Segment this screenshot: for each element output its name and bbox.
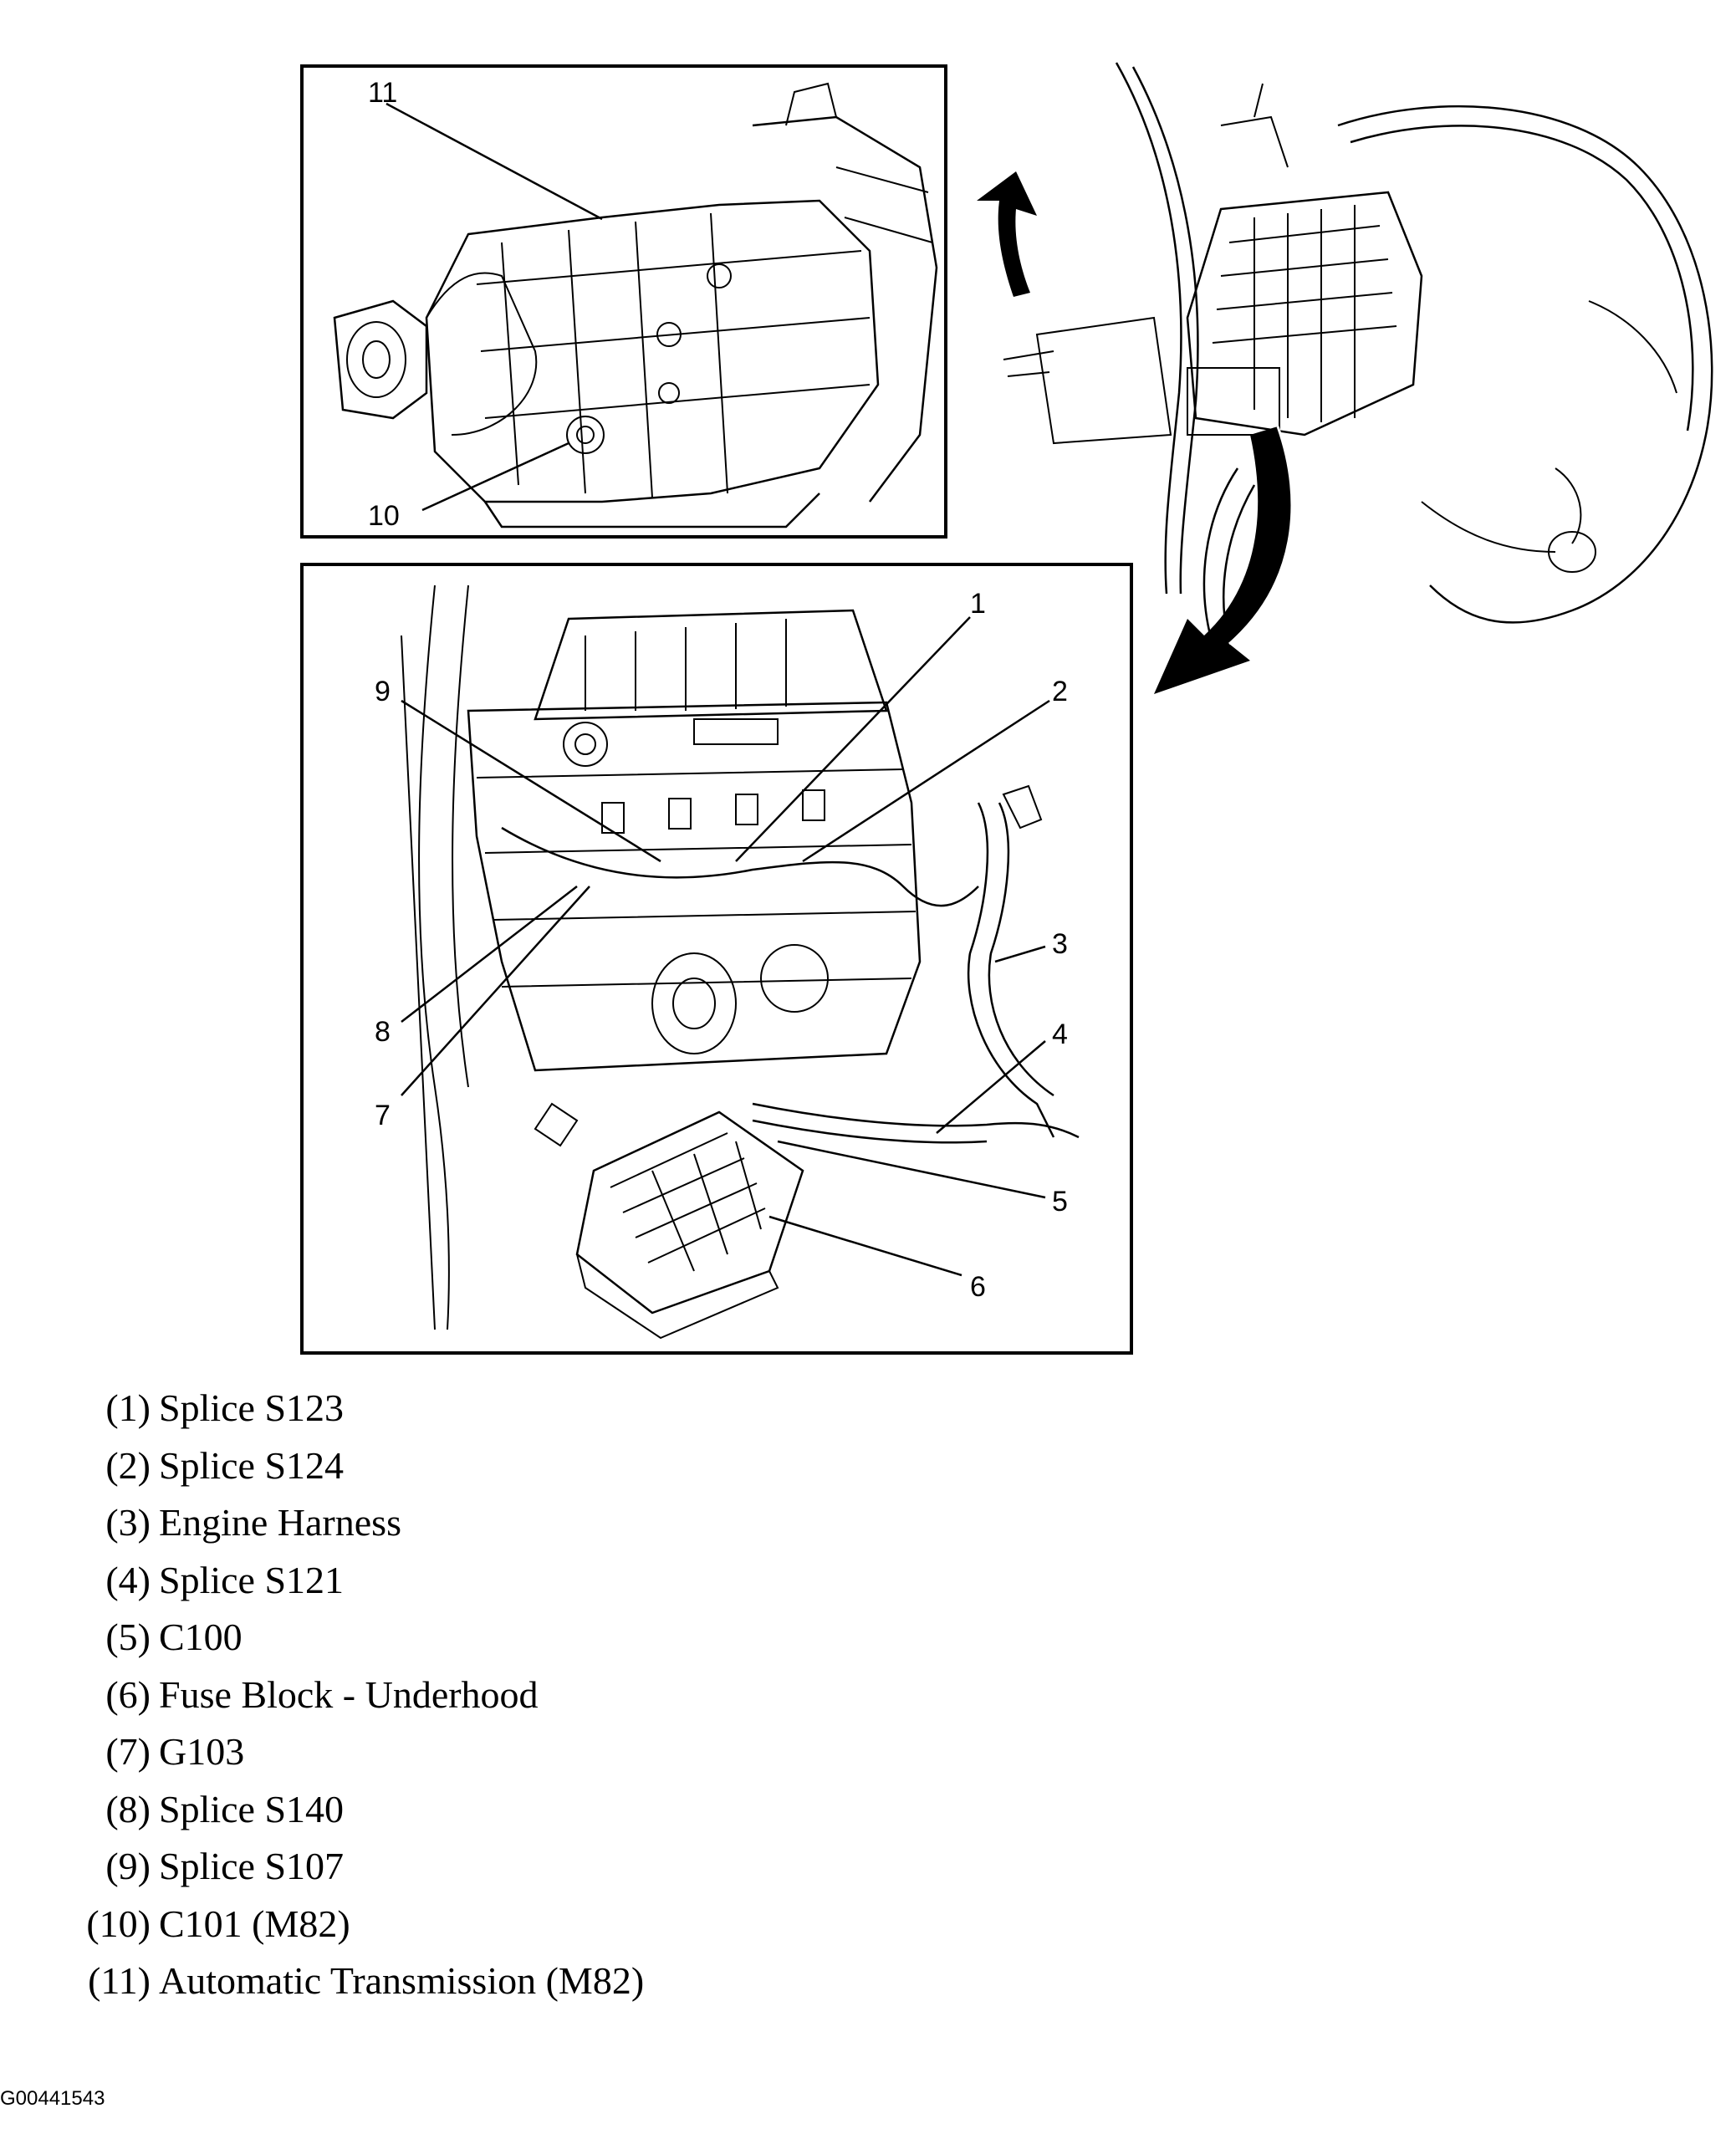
arrow-to-transmission-view: [977, 171, 1037, 297]
callout-5: 5: [1052, 1186, 1068, 1218]
legend-item: (9)Splice S107: [105, 1845, 345, 1887]
callout-11: 11: [368, 77, 397, 109]
callout-8: 8: [375, 1016, 391, 1048]
legend-item: (1)Splice S123: [105, 1386, 345, 1429]
legend-item: (5)C100: [105, 1616, 243, 1658]
vehicle-front-overview: [1003, 62, 1713, 645]
legend-item: (11)Automatic Transmission (M82): [88, 1959, 645, 2002]
callout-1: 1: [970, 588, 986, 620]
callout-7: 7: [375, 1100, 391, 1131]
callout-6: 6: [970, 1271, 986, 1303]
callout-3: 3: [1052, 928, 1068, 960]
engine-bay-inset: 1 2 3 4 5 6 7 8 9: [300, 563, 1133, 1355]
callout-2: 2: [1052, 676, 1068, 707]
legend-item: (7)G103: [105, 1730, 245, 1773]
legend-item: (8)Splice S140: [105, 1787, 345, 1830]
callout-4: 4: [1052, 1018, 1068, 1050]
legend-item: (3)Engine Harness: [105, 1501, 401, 1544]
legend-item: (4)Splice S121: [105, 1558, 345, 1601]
legend-item: (10)C101 (M82): [86, 1902, 350, 1945]
arrow-to-engine-view: [1154, 426, 1294, 694]
callout-10: 10: [368, 500, 400, 532]
legend-item: (6)Fuse Block - Underhood: [105, 1672, 539, 1716]
legend-item: (2)Splice S124: [105, 1443, 345, 1487]
legend-list: (1)Splice S123 (2)Splice S124 (3)Engine …: [70, 1380, 644, 2010]
figure-id: G00441543: [0, 2087, 105, 2110]
transmission-inset: 11 10: [300, 64, 947, 539]
callout-9: 9: [375, 676, 391, 707]
